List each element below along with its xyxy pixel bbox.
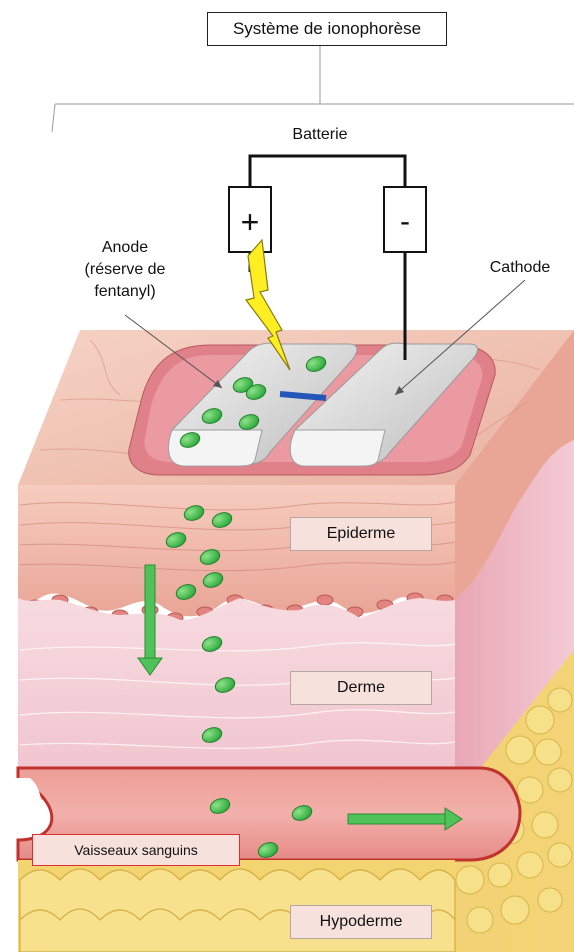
anode-label-line3: fentanyl) xyxy=(55,281,195,303)
epidermis-label: Epiderme xyxy=(290,517,432,551)
cathode-label: Cathode xyxy=(470,257,570,279)
battery-label: Batterie xyxy=(270,124,370,146)
hypodermis-label: Hypoderme xyxy=(290,905,432,939)
anode-label-line1: Anode xyxy=(55,237,195,259)
vessel-opening xyxy=(0,778,41,832)
cathode-front-face xyxy=(290,430,385,466)
plus-sign: + xyxy=(241,204,260,240)
anode-front-face xyxy=(168,430,262,466)
diagram-title: Système de ionophorèse xyxy=(207,12,447,46)
minus-sign: - xyxy=(400,205,410,238)
dermis-label: Derme xyxy=(290,671,432,705)
anode-label: Anode (réserve de fentanyl) xyxy=(55,237,195,303)
anode-label-line2: (réserve de xyxy=(55,259,195,281)
title-connector xyxy=(52,46,574,132)
vessels-label: Vaisseaux sanguins xyxy=(32,834,240,866)
current-bar xyxy=(280,394,326,398)
